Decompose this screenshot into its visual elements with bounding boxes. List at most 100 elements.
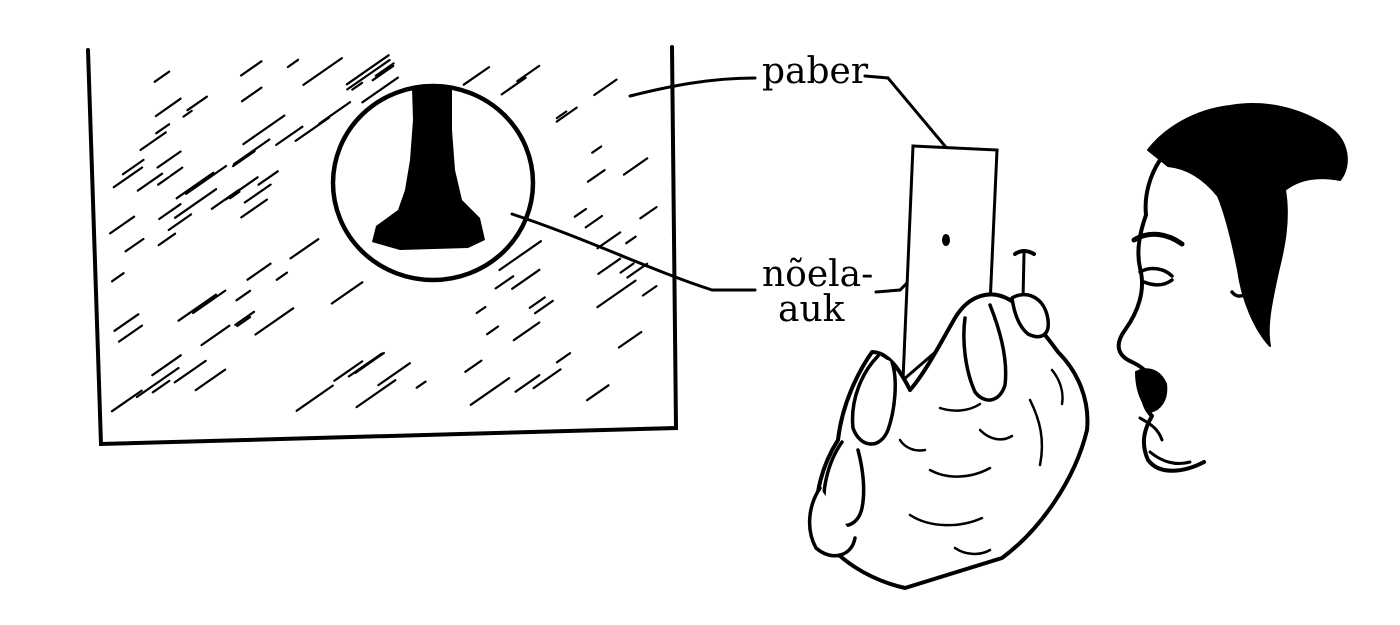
hatch-stroke	[136, 172, 164, 192]
paper-label: paber	[762, 51, 869, 92]
glass-pane-frame	[86, 45, 679, 447]
hatch-stroke	[135, 366, 180, 399]
hatch-stroke	[235, 289, 252, 302]
hatch-stroke	[117, 324, 144, 343]
magnified-view	[330, 83, 536, 283]
hatch-stroke	[232, 138, 271, 166]
hatch-stroke	[500, 76, 527, 96]
hatch-stroke	[494, 275, 515, 290]
hatch-stroke	[593, 78, 618, 97]
hatch-stroke	[584, 214, 604, 229]
hatch-stroke	[151, 354, 182, 377]
hatch-stroke	[200, 324, 231, 347]
hatch-stroke	[415, 380, 427, 389]
hatch-stroke	[295, 384, 334, 412]
hatch-stroke	[167, 213, 193, 232]
pin-shaft	[1021, 252, 1026, 302]
hatch-stroke	[156, 150, 182, 169]
hatch-stroke	[346, 58, 391, 91]
hatch-stroke	[585, 384, 610, 402]
hair	[1147, 103, 1348, 347]
hatch-stroke	[617, 330, 643, 349]
hatch-stroke	[242, 114, 286, 146]
hatch-stroke	[121, 158, 145, 176]
hatch-stroke	[185, 164, 228, 195]
lips-chin	[1138, 416, 1192, 466]
hatch-stroke	[514, 374, 541, 393]
hatch-stroke	[555, 110, 568, 120]
leader-lines	[510, 74, 967, 294]
hatch-stroke	[173, 188, 218, 219]
hatch-stroke	[286, 58, 300, 69]
hair-strands	[1178, 116, 1330, 192]
hatch-stroke	[355, 379, 397, 409]
hatch-stroke	[377, 362, 411, 387]
hatch-stroke	[622, 157, 649, 176]
hatch-stroke	[113, 313, 140, 332]
hand-icon	[807, 292, 1090, 590]
face-outline	[1116, 158, 1206, 473]
hatch-stroke	[243, 183, 272, 204]
hatch-stroke	[498, 240, 543, 272]
hatch-stroke	[573, 207, 588, 218]
hatch-stroke	[641, 285, 658, 297]
paper-leader-to-card	[863, 74, 967, 172]
hatch-stroke	[254, 307, 295, 336]
hatch-stroke	[275, 271, 289, 281]
hatch-stroke	[110, 272, 125, 283]
hatch-stroke	[528, 296, 546, 309]
needle-hole-leader-to-circle	[510, 212, 757, 292]
hand-little-finger	[807, 486, 857, 558]
hatch-stroke	[464, 359, 483, 373]
hatch-stroke	[234, 310, 256, 326]
hatch-stroke	[639, 206, 658, 220]
hatch-stroke	[192, 289, 227, 315]
hatch-stroke	[351, 81, 364, 91]
hatch-stroke	[229, 190, 241, 200]
hatch-stroke	[555, 106, 578, 123]
hatch-stroke	[177, 293, 218, 322]
hatch-stroke	[240, 86, 263, 103]
hatch-stroke	[224, 176, 259, 201]
hatch-stroke	[240, 60, 263, 77]
hatch-stroke	[596, 231, 622, 250]
hatch-stroke	[345, 54, 390, 86]
hatch-stroke	[169, 166, 184, 177]
hatch-stroke	[289, 238, 320, 260]
hatch-stroke	[153, 70, 171, 83]
hatch-stroke	[512, 321, 541, 342]
hatch-stroke	[532, 368, 562, 390]
face-profile-icon	[1116, 103, 1348, 473]
hatch-stroke	[619, 262, 635, 274]
hatch-stroke	[302, 56, 343, 87]
hatch-stroke	[112, 166, 144, 189]
hatch-stroke	[157, 232, 177, 247]
glass-pane	[86, 45, 679, 447]
hatch-stroke	[151, 379, 171, 394]
hand-creases	[898, 368, 1064, 556]
hatch-stroke	[108, 215, 136, 235]
hatch-stroke	[371, 64, 395, 82]
hatch-stroke	[361, 76, 399, 104]
pinhole-dot	[942, 234, 950, 246]
hand-thumb	[1010, 292, 1050, 339]
hatch-stroke	[182, 109, 193, 118]
hand-index-finger	[962, 303, 1008, 402]
hatch-stroke	[175, 171, 215, 200]
hatch-stroke	[356, 361, 371, 372]
pin-head	[1013, 249, 1036, 256]
hatch-stroke	[275, 125, 304, 146]
eyebrow	[1131, 231, 1185, 247]
hatch-stroke	[374, 62, 395, 77]
hatch-stroke	[155, 123, 171, 135]
hatch-stroke	[475, 305, 487, 315]
hatch-stroke	[158, 203, 182, 221]
hatch-stroke	[110, 389, 143, 413]
hatch-stroke	[597, 257, 622, 275]
hatch-stroke	[462, 65, 491, 86]
hatch-stroke	[333, 360, 364, 382]
hatch-stroke	[246, 262, 272, 281]
paper-leader-to-glass	[628, 76, 757, 98]
hatch-stroke	[294, 116, 331, 142]
